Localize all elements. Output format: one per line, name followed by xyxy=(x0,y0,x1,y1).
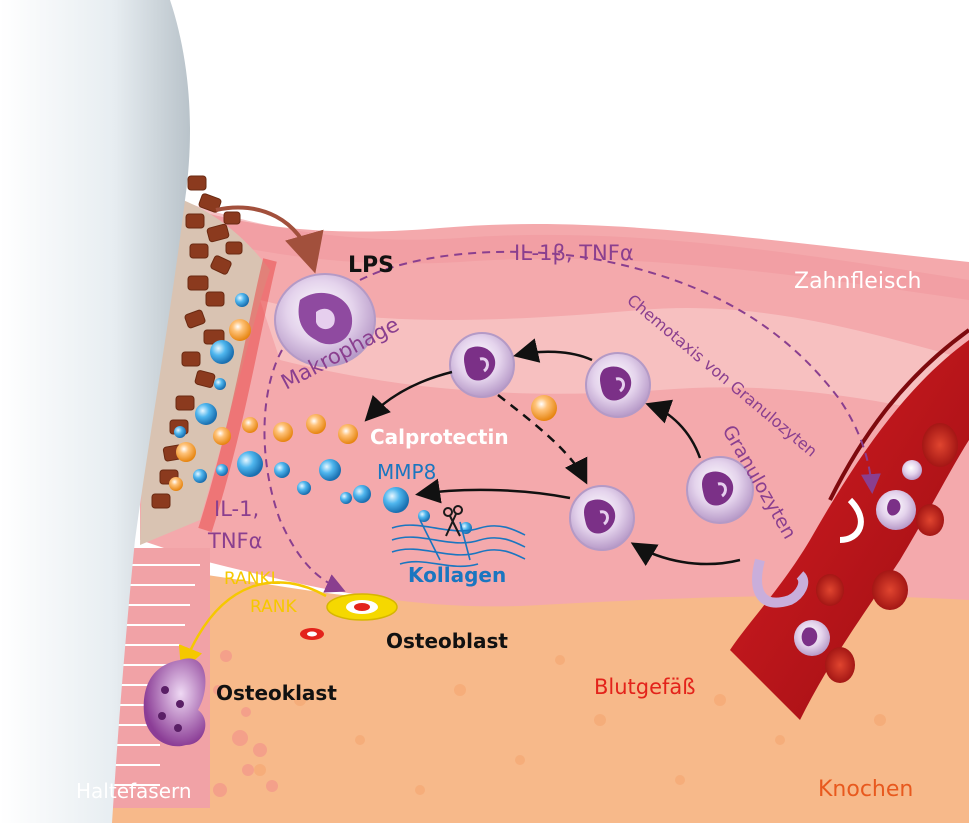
il1-label: IL-1, xyxy=(214,497,259,521)
bone-texture xyxy=(254,655,886,795)
collagen-fibers xyxy=(391,519,526,568)
osteoklast-label: Osteoklast xyxy=(216,681,337,705)
tnfa-label: TNFα xyxy=(207,529,262,553)
rank-label: RANK xyxy=(250,597,297,617)
knochen-label: Knochen xyxy=(818,777,913,802)
rankl-arrow xyxy=(178,581,327,672)
blood-vessel xyxy=(730,328,969,720)
granulocyte-cells xyxy=(449,332,754,551)
bacteria-to-macrophage-arrow xyxy=(215,205,324,274)
mmp8-label: MMP8 xyxy=(377,460,436,484)
gum-upper-band xyxy=(180,200,969,300)
il1b-tnfa-label: IL-1β, TNFα xyxy=(514,241,634,265)
tooth xyxy=(0,0,190,823)
osteoblast-cell xyxy=(300,593,398,640)
mmp8-particles xyxy=(174,293,472,534)
bone-fragments xyxy=(213,650,278,797)
haltefasern-label: Haltefasern xyxy=(76,779,192,803)
calprotectin-particles xyxy=(169,319,557,491)
bone-region xyxy=(0,560,969,823)
zahnfleisch-label: Zahnfleisch xyxy=(794,269,921,294)
scissors-icon xyxy=(443,505,463,537)
osteoblast-label: Osteoblast xyxy=(386,629,508,653)
blutgefaess-label: Blutgefäß xyxy=(594,675,696,699)
calprotectin-label: Calprotectin xyxy=(370,425,509,449)
lps-label: LPS xyxy=(348,253,394,278)
macrophage-cell xyxy=(274,273,376,367)
kollagen-label: Kollagen xyxy=(408,563,506,587)
rankl-label: RANKL xyxy=(224,569,281,589)
granulocyte-arrows xyxy=(364,338,741,567)
inflamed-pocket-wall xyxy=(198,258,277,533)
transmigrating-granulocyte xyxy=(752,558,809,608)
osteoclast-cell xyxy=(143,658,206,747)
il1-tnfa-arrow xyxy=(263,349,346,593)
chemotaxis-arrow xyxy=(359,250,881,494)
